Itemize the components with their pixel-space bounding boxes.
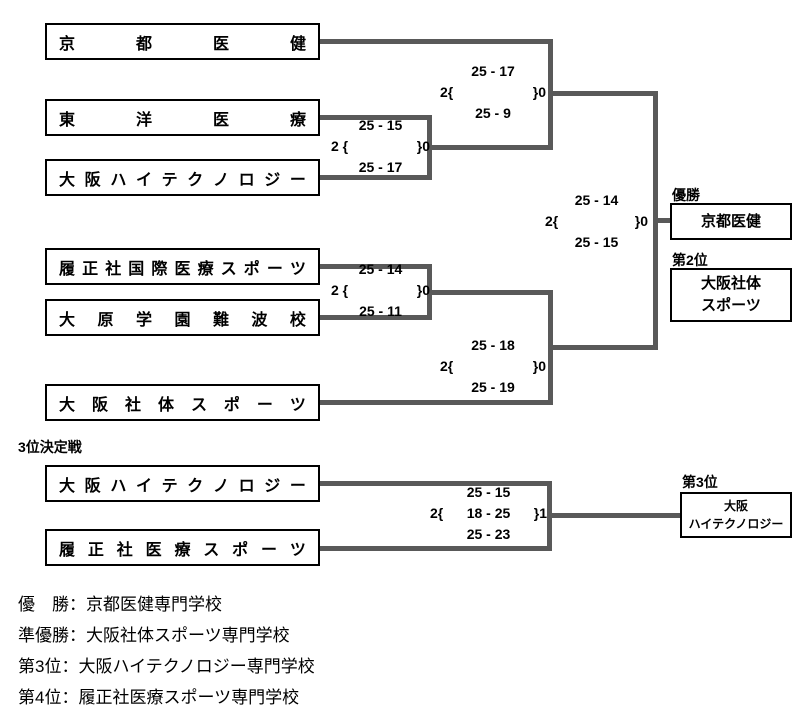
games-won-right: }0 — [532, 84, 546, 100]
games-won-right: }1 — [533, 505, 547, 521]
champion-box: 京都医健 — [670, 203, 792, 240]
set-count-row: 2{ }0 — [440, 85, 546, 100]
set-count-row: 2 { }0 — [331, 139, 430, 154]
team-name: 東洋医療 — [59, 111, 306, 129]
score-sf-bottom: 25 - 18 2{ }0 25 - 19 — [440, 338, 546, 401]
score-qf-bottom: 25 - 14 2 { }0 25 - 11 — [331, 262, 430, 325]
team-box-riseisha-kokusai: 履正社国際医療スポーツ — [45, 248, 320, 285]
set3-score: 25 - 11 — [359, 303, 402, 319]
third-team-line1: 大阪 — [723, 499, 748, 513]
set1-score: 25 - 18 — [471, 337, 515, 353]
line-team-shatai — [320, 400, 553, 405]
team-box-kyoto-iken: 京都医健 — [45, 23, 320, 60]
score-qf-top: 25 - 15 2 { }0 25 - 17 — [331, 118, 430, 181]
team-box-osaka-hitech-3rd: 大阪ハイテクノロジー — [45, 465, 320, 502]
team-box-ohara-namba: 大原学園難波校 — [45, 299, 320, 336]
line-3rd-winner — [547, 513, 682, 518]
score-sf-top: 25 - 17 2{ }0 25 - 9 — [440, 64, 546, 127]
team-name: 履正社医療スポーツ — [59, 541, 306, 559]
line-team-hitech — [320, 175, 432, 180]
set-count-row: 2 { }0 — [331, 283, 430, 298]
games-won-right: }0 — [532, 358, 546, 374]
team-name: 大阪ハイテクノロジー — [59, 477, 306, 495]
games-won-right: }0 — [416, 138, 430, 154]
second-team-line2: スポーツ — [701, 297, 761, 314]
line-team-toyo — [320, 115, 432, 120]
result-runner-up: 準優勝：大阪社体スポーツ専門学校 — [18, 626, 290, 645]
champion-label: 優勝 — [672, 187, 700, 203]
line-sf-bottom-winner — [548, 345, 658, 350]
games-won-left: 2 { — [331, 282, 349, 298]
second-place-label: 第2位 — [672, 252, 708, 268]
result-fourth: 第4位：履正社医療スポーツ専門学校 — [18, 688, 300, 707]
set-count-row: 2{ 18 - 25 }1 — [430, 506, 547, 521]
line-team-ohara — [320, 315, 432, 320]
line-3rd-team-riseisha — [320, 546, 552, 551]
third-place-match-label: 3位決定戦 — [18, 439, 82, 455]
team-box-riseisha-iryo: 履正社医療スポーツ — [45, 529, 320, 566]
third-place-label: 第3位 — [682, 474, 718, 490]
set3-score: 25 - 19 — [471, 379, 515, 395]
team-name: 大原学園難波校 — [59, 311, 306, 329]
set1-score: 25 - 15 — [358, 117, 403, 133]
score-third-place: 25 - 15 2{ 18 - 25 }1 25 - 23 — [430, 485, 547, 548]
games-won-left: 2{ — [440, 84, 454, 100]
set3-score: 25 - 23 — [466, 526, 511, 542]
team-box-osaka-shatai: 大阪社体スポーツ — [45, 384, 320, 421]
set1-score: 25 - 14 — [358, 261, 403, 277]
second-team-line1: 大阪社体 — [700, 275, 761, 292]
line-sf-top-winner — [548, 91, 658, 96]
final-results-list: 優 勝：京都医健専門学校 準優勝：大阪社体スポーツ専門学校 第3位：大阪ハイテク… — [18, 590, 315, 707]
line-qf-top-winner — [427, 145, 553, 150]
set1-score: 25 - 14 — [574, 192, 619, 208]
third-team-line2: ハイテクノロジー — [688, 517, 784, 531]
set-count-row: 2{ }0 — [545, 214, 648, 229]
second-place-box: 大阪社体 スポーツ — [670, 268, 792, 322]
set3-score: 25 - 15 — [574, 234, 619, 250]
games-won-left: 2{ — [545, 213, 559, 229]
games-won-right: }0 — [416, 282, 430, 298]
set-count-row: 2{ }0 — [440, 359, 546, 374]
line-champion-seed — [320, 39, 550, 44]
result-third: 第3位：大阪ハイテクノロジー専門学校 — [18, 657, 315, 676]
set1-score: 25 - 15 — [466, 484, 511, 500]
set3-score: 25 - 9 — [475, 105, 511, 121]
set2-score: 18 - 25 — [466, 505, 511, 521]
team-name: 履正社国際医療スポーツ — [59, 260, 306, 278]
games-won-left: 2{ — [440, 358, 454, 374]
team-name: 大阪ハイテクノロジー — [59, 171, 306, 189]
line-qf-bottom-winner — [427, 290, 553, 295]
team-box-osaka-hitech: 大阪ハイテクノロジー — [45, 159, 320, 196]
games-won-right: }0 — [634, 213, 648, 229]
score-final: 25 - 14 2{ }0 25 - 15 — [545, 193, 648, 256]
line-3rd-team-hitech — [320, 481, 552, 486]
games-won-left: 2{ — [430, 505, 444, 521]
line-final-winner — [653, 218, 672, 223]
third-place-box: 大阪 ハイテクノロジー — [680, 492, 792, 538]
set3-score: 25 - 17 — [358, 159, 403, 175]
set1-score: 25 - 17 — [471, 63, 515, 79]
line-team-riseisha-kokusai — [320, 264, 432, 269]
result-champion: 優 勝：京都医健専門学校 — [18, 595, 222, 614]
games-won-left: 2 { — [331, 138, 349, 154]
team-box-toyo-iryo: 東洋医療 — [45, 99, 320, 136]
team-name: 大阪社体スポーツ — [59, 396, 306, 414]
team-name: 京都医健 — [59, 35, 306, 53]
champion-team: 京都医健 — [700, 212, 761, 230]
